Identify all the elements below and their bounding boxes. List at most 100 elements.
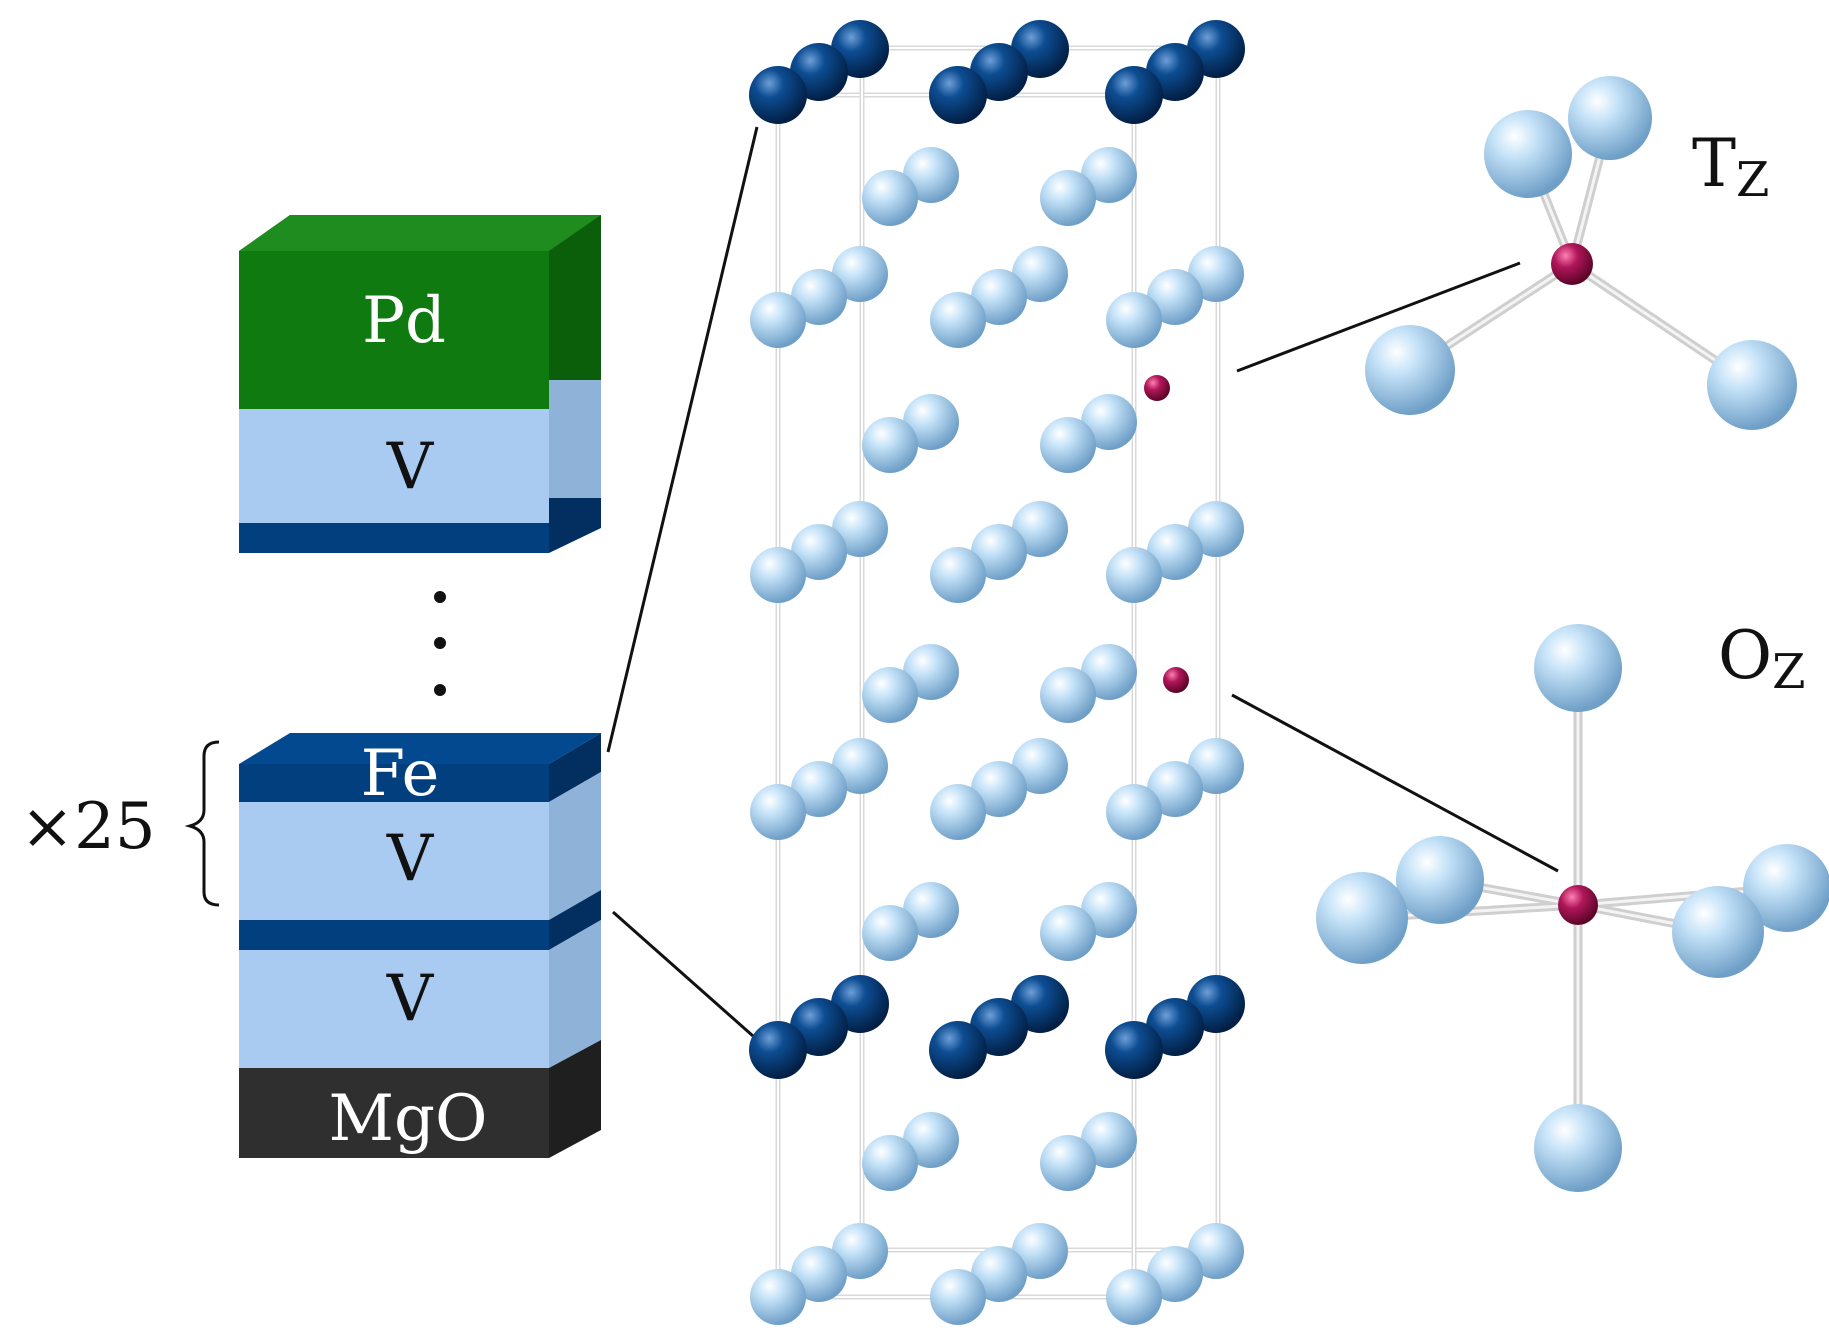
v-atom xyxy=(1707,340,1797,430)
v-atom xyxy=(1081,394,1137,450)
v-atom xyxy=(1106,1269,1162,1325)
v-atom xyxy=(862,1135,918,1191)
v-atom xyxy=(1672,886,1764,978)
zoom-line-top xyxy=(606,126,759,753)
tetrahedral-site-label: TZ xyxy=(1692,125,1769,208)
v-atom xyxy=(1081,1112,1137,1168)
fe-atom xyxy=(929,66,987,124)
v-atom xyxy=(903,644,959,700)
layer-label-mgo: MgO xyxy=(329,1082,488,1156)
v-atom xyxy=(1040,417,1096,473)
v-atom xyxy=(1484,110,1572,198)
v-atom xyxy=(971,761,1027,817)
fe-layer xyxy=(239,764,549,802)
repeat-count-label: ×25 xyxy=(20,790,155,864)
fe-atom xyxy=(929,1021,987,1079)
v-atom xyxy=(1012,246,1068,302)
v-atom xyxy=(750,1269,806,1325)
hydrogen-atom xyxy=(1144,375,1170,401)
v-atom xyxy=(832,1223,888,1279)
v-atom xyxy=(1106,547,1162,603)
v-atom xyxy=(862,905,918,961)
zoom-line-bottom xyxy=(612,910,754,1038)
v-atom xyxy=(1040,667,1096,723)
repeat-brace xyxy=(184,740,220,907)
v-atom xyxy=(1106,292,1162,348)
v-atom xyxy=(1188,738,1244,794)
v-atom xyxy=(1081,644,1137,700)
v-atom xyxy=(1081,147,1137,203)
v-atom xyxy=(750,547,806,603)
v-atom xyxy=(1040,170,1096,226)
cell-atoms xyxy=(749,20,1245,1325)
v-atom xyxy=(862,417,918,473)
v-buffer-layer xyxy=(239,950,549,1068)
pd-layer xyxy=(239,251,549,409)
v-atom xyxy=(791,761,847,817)
v-atom xyxy=(862,170,918,226)
v-atom xyxy=(791,1246,847,1302)
v-atom xyxy=(1365,325,1455,415)
v-atom xyxy=(971,524,1027,580)
v-atom xyxy=(1534,1104,1622,1192)
v-atom xyxy=(903,1112,959,1168)
mgo-substrate xyxy=(239,1068,549,1158)
v-atom xyxy=(1534,624,1622,712)
layer-label-v-repeat: V xyxy=(386,822,435,896)
hydrogen-atom xyxy=(1163,667,1189,693)
tetrahedral-site: TZ xyxy=(1365,76,1797,430)
v-atom xyxy=(1743,844,1829,932)
layer-label-v-buffer: V xyxy=(386,962,435,1036)
v-atom xyxy=(1106,784,1162,840)
v-atom xyxy=(1396,836,1484,924)
v-atom xyxy=(832,246,888,302)
v-atom xyxy=(1147,1246,1203,1302)
cell-edges xyxy=(768,45,1228,1300)
v-atom xyxy=(1012,1223,1068,1279)
hydrogen-atom-tetrahedral xyxy=(1551,243,1593,285)
v-atom xyxy=(1040,905,1096,961)
v-atom xyxy=(903,394,959,450)
layer-label-pd: Pd xyxy=(362,284,446,358)
layer-label-fe: Fe xyxy=(361,737,440,811)
octahedral-site-label: OZ xyxy=(1718,617,1805,700)
bcc-supercell xyxy=(749,20,1245,1325)
v-atom xyxy=(750,784,806,840)
v-atom xyxy=(1012,501,1068,557)
v-atom xyxy=(832,501,888,557)
v-atom xyxy=(1147,524,1203,580)
v-atom xyxy=(971,269,1027,325)
v-atom xyxy=(930,292,986,348)
v-atom xyxy=(1147,761,1203,817)
fe-layer-top xyxy=(239,523,549,553)
hydrogen-atom-octahedral xyxy=(1558,885,1598,925)
v-atom xyxy=(1012,738,1068,794)
v-atom xyxy=(832,738,888,794)
fe-atom xyxy=(749,1021,807,1079)
v-atom xyxy=(930,784,986,840)
v-atom xyxy=(971,1246,1027,1302)
v-atom xyxy=(791,524,847,580)
v-atom xyxy=(930,547,986,603)
v-atom xyxy=(750,292,806,348)
octahedral-site: OZ xyxy=(1316,617,1829,1192)
v-atom xyxy=(1188,246,1244,302)
v-atom xyxy=(903,882,959,938)
v-layer-repeat xyxy=(239,802,549,920)
fe-atom xyxy=(749,66,807,124)
fe-layer-bottom xyxy=(239,920,549,950)
v-atom xyxy=(862,667,918,723)
v-atom xyxy=(1188,501,1244,557)
layer-label-v-top: V xyxy=(386,430,435,504)
ellipsis-dots xyxy=(434,591,446,696)
v-atom xyxy=(791,269,847,325)
v-atom xyxy=(1147,269,1203,325)
layer-stack: Pd V Fe V V MgO ×25 xyxy=(20,215,601,1158)
v-atom xyxy=(1316,872,1408,964)
zoom-line-octahedral xyxy=(1231,693,1559,873)
v-atom xyxy=(1188,1223,1244,1279)
fe-atom xyxy=(1105,1021,1163,1079)
v-atom xyxy=(1040,1135,1096,1191)
v-atom xyxy=(1568,76,1652,160)
